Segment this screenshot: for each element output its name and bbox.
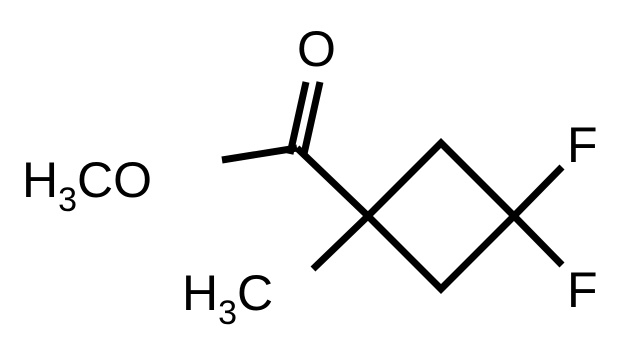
carbonyl-oxygen-label: O	[297, 21, 336, 77]
methyl-group-label: H3C	[182, 265, 273, 332]
fluorine-top-bond	[511, 164, 565, 219]
fluorine-bottom-bond	[511, 213, 565, 268]
fluorine-top-label: F	[567, 117, 598, 173]
atom-labels: O H3CO H3C F F	[22, 21, 598, 332]
methoxy-h-label: H	[22, 152, 58, 208]
methyl-subscript: 3	[218, 294, 237, 332]
fluorine-bottom-label: F	[567, 262, 598, 318]
cyclobutane-ring	[363, 138, 519, 294]
methyl-h-label: H	[182, 265, 218, 321]
bonds	[221, 81, 565, 294]
methyl-bond	[310, 213, 371, 272]
methoxy-group-label: H3CO	[22, 152, 152, 219]
methyl-c-label: C	[237, 265, 273, 321]
ester-oxygen-bond	[221, 144, 298, 164]
carbonyl-double-bond-right	[300, 81, 324, 155]
carbonyl-double-bond-left	[286, 81, 310, 155]
methoxy-subscript: 3	[58, 181, 77, 219]
methoxy-co-label: CO	[77, 152, 152, 208]
carbonyl-to-ring-bond	[294, 145, 371, 219]
